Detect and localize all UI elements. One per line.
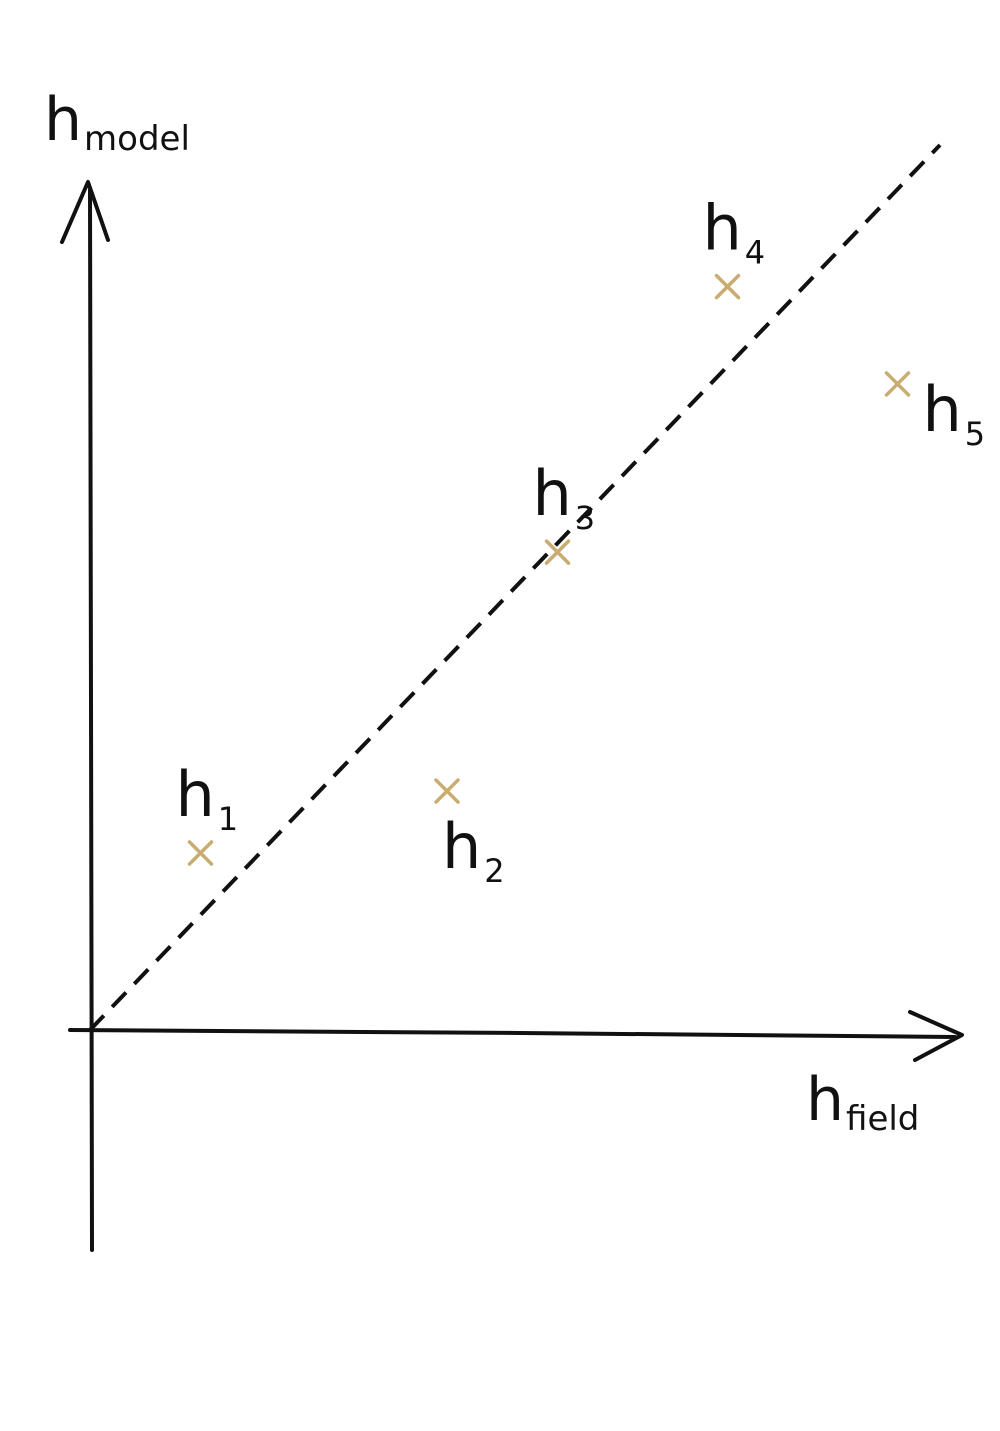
data-points	[187, 273, 911, 866]
point-label-base: h	[923, 373, 962, 446]
point-label-base: h	[703, 192, 742, 265]
point-label-5: h5	[923, 373, 986, 453]
point-label-3: h3	[533, 457, 596, 537]
y-axis-arrowhead	[60, 180, 110, 244]
marker-stroke	[544, 539, 571, 565]
point-label-2: h2	[442, 810, 505, 890]
point-label-sub: 5	[965, 415, 985, 453]
point-label-4: h4	[703, 192, 766, 272]
y-axis-line	[88, 188, 94, 1252]
y-axis-label: hmodel	[44, 85, 190, 159]
data-point-2	[434, 778, 460, 804]
point-label-base: h	[533, 457, 572, 530]
data-point-5	[884, 371, 911, 397]
marker-stroke	[187, 840, 214, 866]
point-label-base: h	[442, 810, 481, 883]
data-point-4	[714, 273, 741, 300]
point-label-sub: 2	[484, 852, 504, 890]
axes	[60, 180, 964, 1252]
point-label-base: h	[176, 758, 215, 831]
y-axis-label-sub: model	[84, 119, 190, 159]
point-label-sub: 1	[218, 800, 238, 838]
marker-stroke	[884, 371, 911, 397]
x-axis-line	[68, 1028, 957, 1039]
x-axis-label-base: h	[806, 1065, 844, 1135]
marker-stroke	[714, 273, 741, 300]
y-axis-label-base: h	[44, 85, 82, 155]
data-point-3	[544, 539, 571, 565]
x-axis-arrowhead	[908, 1010, 964, 1062]
point-label-sub: 3	[575, 499, 595, 537]
x-axis-label: hfield	[806, 1065, 919, 1139]
marker-stroke	[434, 778, 460, 804]
identity-reference-line	[88, 143, 942, 1032]
x-axis-label-sub: field	[846, 1099, 919, 1139]
data-point-1	[187, 840, 214, 866]
point-label-sub: 4	[745, 234, 765, 272]
point-label-1: h1	[176, 758, 239, 838]
